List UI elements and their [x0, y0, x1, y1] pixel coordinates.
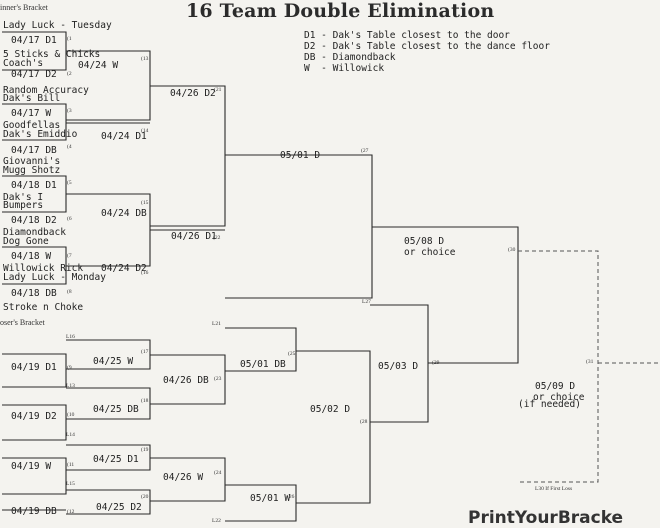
bracket-title: 16 Team Double Elimination: [186, 0, 495, 22]
game-number: (25: [288, 351, 296, 357]
ifneeded-game-note: (if needed): [518, 399, 581, 410]
team-name: Coach's: [3, 58, 44, 69]
loser-drop-label: L14: [66, 432, 75, 438]
game-number: (11: [67, 462, 75, 468]
game-date: 04/24 DB: [101, 208, 147, 219]
game-number: (17: [141, 349, 149, 355]
loser-drop-label: L27: [362, 299, 371, 305]
loser-drop-label: L21: [212, 321, 221, 327]
game-date: 04/24 D2: [101, 263, 147, 274]
game-date: 04/25 D2: [96, 502, 142, 513]
legend-item: D1 - Dak's Table closest to the door: [304, 30, 510, 41]
loser-drop-label: L13: [66, 383, 75, 389]
game-date: 04/24 D1: [101, 131, 147, 142]
game-date: 05/01 DB: [240, 359, 286, 370]
game-number: (3: [67, 108, 72, 114]
game-date: 04/17 D1: [11, 35, 57, 46]
ifneeded-loss-note: L30 If First Loss: [535, 486, 573, 492]
game-date: 05/03 D: [378, 361, 419, 372]
loser-drop-label: L15: [66, 481, 75, 487]
game-date: 04/19 DB: [11, 506, 57, 517]
game-number: (10: [67, 412, 75, 418]
game-number: (13: [141, 56, 149, 62]
game-date: 04/26 D1: [171, 231, 217, 242]
game-date: 04/26 DB: [163, 375, 209, 386]
team-name: Lady Luck - Monday: [3, 272, 106, 283]
game-date: 04/26 D2: [170, 88, 216, 99]
game-number: (12: [67, 509, 75, 515]
legend-item: DB - Diamondback: [304, 52, 396, 63]
team-name: Random Accuracy: [3, 85, 89, 96]
team-name: Dak's I: [3, 192, 44, 203]
game-date: 04/19 D1: [11, 362, 57, 373]
game-number: (2: [67, 71, 72, 77]
game-number: (9: [67, 365, 72, 371]
game-number: (7: [67, 253, 72, 259]
game-number: (5: [67, 180, 72, 186]
team-name: Lady Luck - Tuesday: [3, 20, 112, 31]
loser-drop-label: L16: [66, 334, 75, 340]
team-name: Goodfellas: [3, 120, 61, 131]
ifneeded-game-date: 05/09 D: [535, 381, 576, 392]
final-game-date: 05/08 D: [404, 236, 445, 247]
loser-drop-label: L22: [212, 518, 221, 524]
game-date: 05/02 D: [310, 404, 351, 415]
team-name: Mugg Shotz: [3, 165, 61, 176]
winners-bracket-label: inner's Bracket: [0, 3, 48, 12]
team-name: Dak's Bill: [3, 93, 61, 104]
game-date: 04/18 DB: [11, 288, 57, 299]
losers-bracket-label: oser's Bracket: [0, 318, 45, 327]
game-date: 04/19 W: [11, 461, 52, 472]
game-number: (16: [141, 270, 149, 276]
game-number: (18: [141, 398, 149, 404]
game-date: 04/26 W: [163, 472, 204, 483]
game-number: (14: [141, 128, 149, 134]
game-number: (30: [508, 247, 516, 253]
game-number: (24: [214, 470, 222, 476]
team-name: Giovanni's: [3, 156, 61, 167]
team-name: Bumpers: [3, 200, 44, 211]
game-number: (22: [213, 235, 221, 241]
game-number: (31: [586, 359, 594, 365]
game-number: (23: [214, 376, 222, 382]
venue-legend: D1 - Dak's Table closest to the door D2 …: [304, 30, 550, 74]
game-date: 04/18 W: [11, 251, 52, 262]
legend-item: D2 - Dak's Table closest to the dance fl…: [304, 41, 550, 52]
game-date: 04/17 DB: [11, 145, 57, 156]
team-name: Stroke n Choke: [3, 302, 84, 313]
game-number: (29: [432, 360, 440, 366]
game-number: (20: [141, 494, 149, 500]
game-number: (21: [214, 87, 222, 93]
game-date: 04/24 W: [78, 60, 119, 71]
team-name: Dog Gone: [3, 236, 49, 247]
legend-item: W - Willowick: [304, 63, 385, 74]
game-number: (8: [67, 289, 72, 295]
game-date: 05/01 D: [280, 150, 321, 161]
game-number: (1: [67, 36, 72, 42]
game-date: 04/25 D1: [93, 454, 139, 465]
team-name: Dak's Emiddio: [3, 129, 78, 140]
game-number: (27: [361, 148, 369, 154]
game-date: 04/17 D2: [11, 69, 57, 80]
team-name: 5 Sticks & Chicks: [3, 49, 101, 60]
final-game-venue: or choice: [404, 247, 456, 258]
game-date: 04/19 D2: [11, 411, 57, 422]
brand-logo: PrintYourBracke: [468, 508, 624, 528]
team-name: Willowick Rick: [3, 263, 84, 274]
game-date: 04/18 D1: [11, 180, 57, 191]
game-number: (28: [360, 419, 368, 425]
game-number: (15: [141, 200, 149, 206]
game-date: 04/17 W: [11, 108, 52, 119]
team-name: Diamondback: [3, 227, 66, 238]
game-number: (6: [67, 216, 72, 222]
game-date: 05/01 W: [250, 493, 291, 504]
game-date: 04/25 DB: [93, 404, 139, 415]
game-date: 04/25 W: [93, 356, 134, 367]
game-number: (26: [287, 494, 295, 500]
game-number: (19: [141, 447, 149, 453]
game-date: 04/18 D2: [11, 215, 57, 226]
ifneeded-game-venue: or choice: [533, 392, 585, 403]
game-number: (4: [67, 144, 72, 150]
